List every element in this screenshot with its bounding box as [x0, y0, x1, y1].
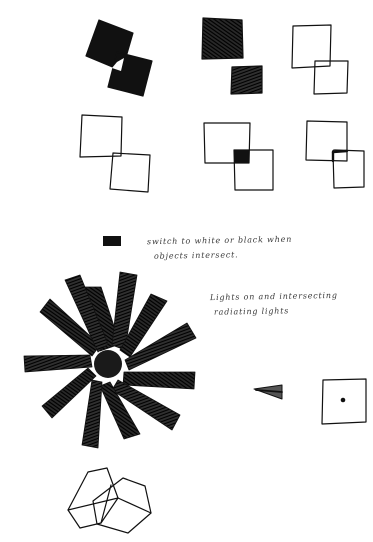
sketch-outline-overlap: [292, 25, 348, 94]
sketch-radiating-lights: [24, 272, 196, 448]
sketch-black-intersection: [204, 123, 273, 190]
note-switch-colors: switch to white or black when: [147, 234, 292, 249]
sketch-filled-overlap: [86, 20, 152, 96]
sketch-separated-squares: [202, 18, 262, 94]
sketch-corner-touch: [80, 115, 150, 192]
sketch-rounded-overlap: [306, 121, 364, 188]
sketch-square-dot: [322, 379, 366, 424]
note-objects-intersect: objects intersect.: [154, 249, 239, 262]
sketch-legend-swatch: [103, 236, 121, 246]
sketch-light-wedge: [254, 385, 282, 399]
sketch-intersecting-polygons: [68, 468, 151, 533]
note-lights-intersecting: Lights on and intersecting: [210, 290, 338, 304]
note-radiating-lights: radiating lights: [214, 305, 289, 318]
